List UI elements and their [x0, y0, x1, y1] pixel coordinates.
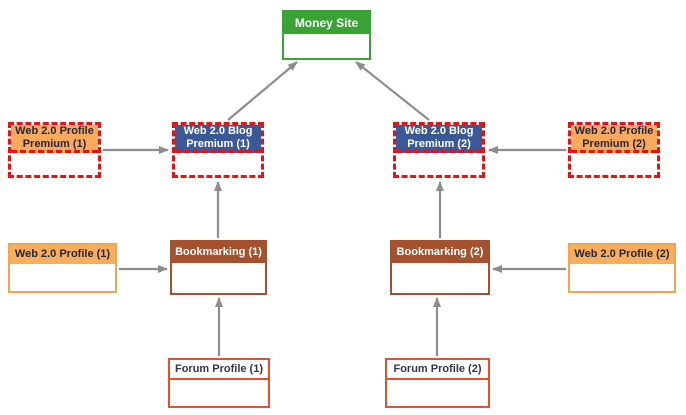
node-forum-profile-1-body — [170, 380, 268, 406]
node-web20-blog-premium-1-body — [175, 153, 261, 175]
node-web20-blog-premium-2-label: Web 2.0 Blog Premium (2) — [396, 125, 482, 153]
node-forum-profile-1-label: Forum Profile (1) — [170, 360, 268, 380]
node-forum-profile-2[interactable]: Forum Profile (2) — [385, 358, 490, 408]
node-web20-profile-premium-1-label: Web 2.0 Profile Premium (1) — [11, 125, 98, 153]
node-web20-profile-premium-2-label: Web 2.0 Profile Premium (2) — [571, 125, 657, 153]
node-web20-blog-premium-2-body — [396, 153, 482, 175]
node-web20-profile-2-label: Web 2.0 Profile (2) — [570, 245, 674, 264]
arrow-blogpremium2-to-moneysite — [355, 61, 430, 121]
node-web20-profile-premium-2[interactable]: Web 2.0 Profile Premium (2) — [568, 122, 660, 178]
node-web20-profile-2-body — [570, 264, 674, 291]
node-web20-blog-premium-1[interactable]: Web 2.0 Blog Premium (1) — [172, 122, 264, 178]
node-forum-profile-2-label: Forum Profile (2) — [387, 360, 488, 380]
node-web20-blog-premium-2[interactable]: Web 2.0 Blog Premium (2) — [393, 122, 485, 178]
node-web20-blog-premium-1-label: Web 2.0 Blog Premium (1) — [175, 125, 261, 153]
node-money-site-label: Money Site — [284, 12, 369, 34]
node-money-site-body — [284, 34, 369, 58]
node-bookmarking-1-label: Bookmarking (1) — [172, 242, 265, 263]
node-web20-profile-1[interactable]: Web 2.0 Profile (1) — [8, 243, 117, 293]
node-forum-profile-2-body — [387, 380, 488, 406]
node-bookmarking-1[interactable]: Bookmarking (1) — [170, 240, 267, 295]
node-web20-profile-1-label: Web 2.0 Profile (1) — [10, 245, 115, 264]
node-web20-profile-1-body — [10, 264, 115, 291]
node-bookmarking-2[interactable]: Bookmarking (2) — [390, 240, 490, 295]
node-money-site[interactable]: Money Site — [282, 10, 371, 60]
node-web20-profile-premium-2-body — [571, 153, 657, 175]
node-web20-profile-2[interactable]: Web 2.0 Profile (2) — [568, 243, 676, 293]
node-forum-profile-1[interactable]: Forum Profile (1) — [168, 358, 270, 408]
node-web20-profile-premium-1-body — [11, 153, 98, 175]
node-web20-profile-premium-1[interactable]: Web 2.0 Profile Premium (1) — [8, 122, 101, 178]
node-bookmarking-2-label: Bookmarking (2) — [392, 242, 488, 263]
node-bookmarking-2-body — [392, 263, 488, 293]
arrow-blogpremium1-to-moneysite — [227, 61, 298, 121]
node-bookmarking-1-body — [172, 263, 265, 293]
